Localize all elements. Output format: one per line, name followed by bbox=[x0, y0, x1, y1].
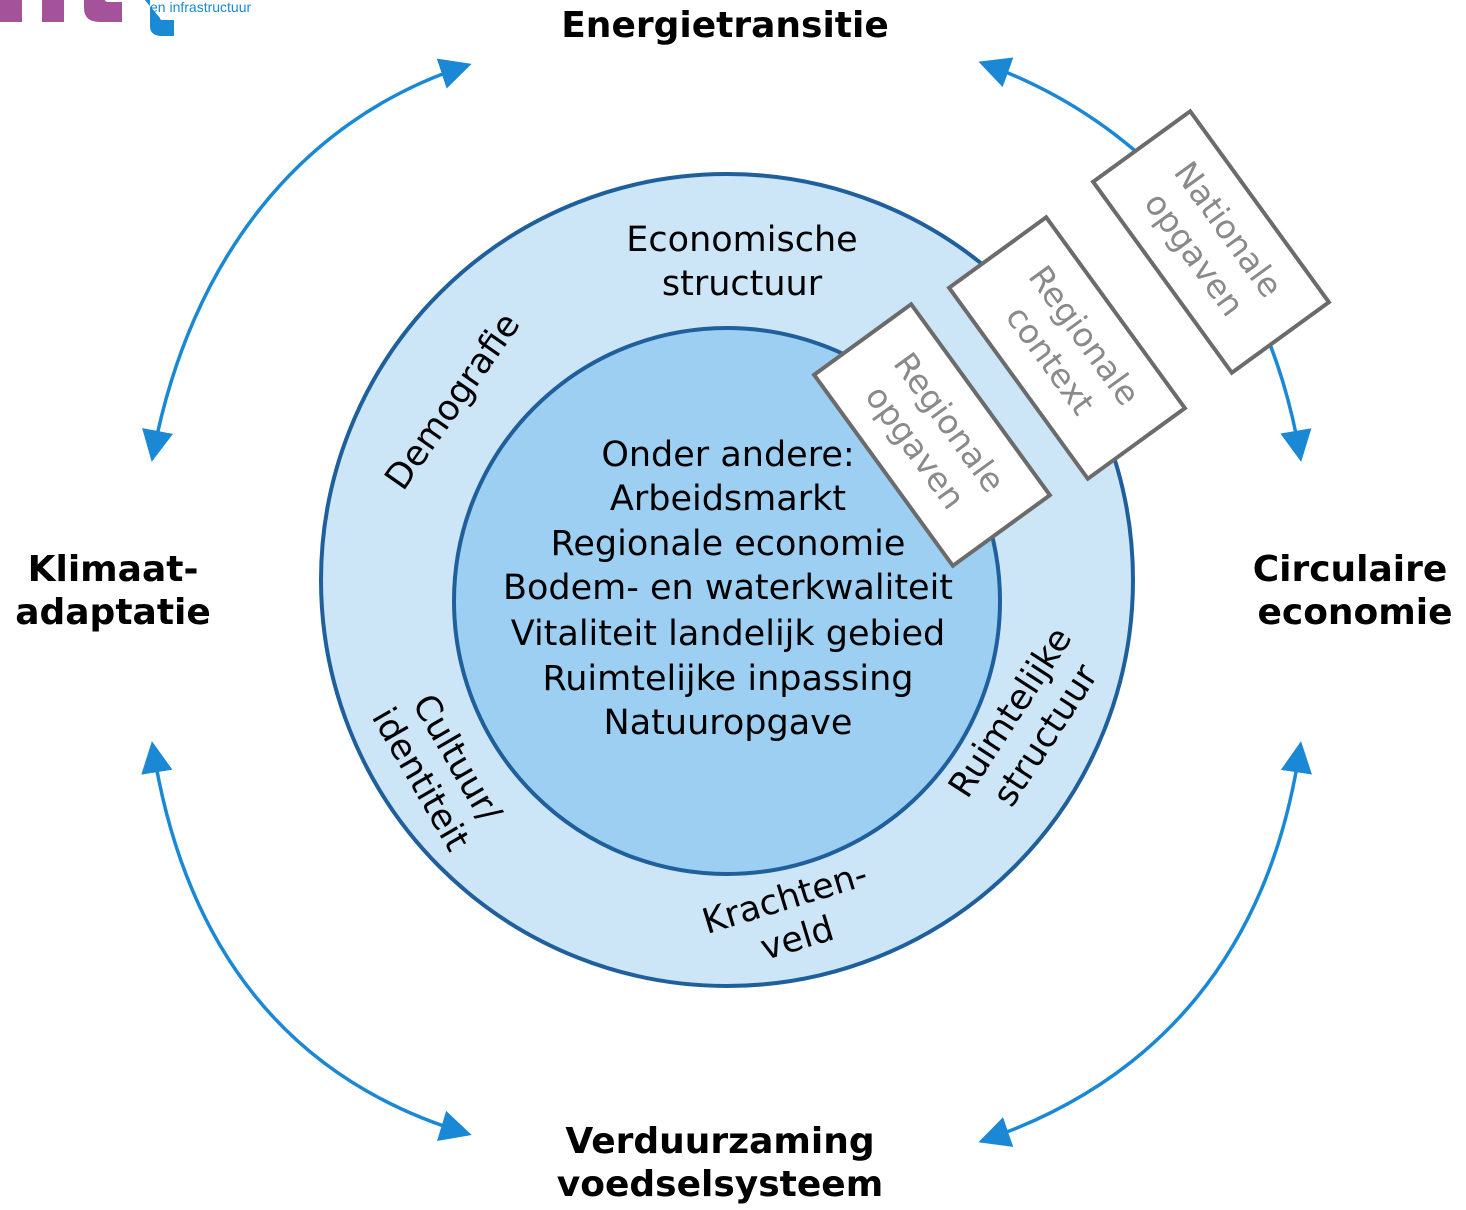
arrow-top-left bbox=[142, 58, 472, 462]
core-list: Onder andere: Arbeidsmarkt Regionale eco… bbox=[503, 435, 953, 743]
theme-klimaatadaptatie-line2: adaptatie bbox=[15, 592, 211, 633]
logo-bar-2 bbox=[42, 0, 64, 22]
box-context-frame bbox=[946, 214, 1188, 482]
theme-klimaatadaptatie-line1: Klimaat- bbox=[28, 549, 199, 590]
theme-circulaire-line2: economie bbox=[1257, 592, 1452, 633]
core-line: Onder andere: bbox=[601, 435, 854, 475]
theme-voedsel-line2: voedselsysteem bbox=[557, 1164, 883, 1205]
logo: en infrastructuur bbox=[0, 0, 251, 36]
theme-voedsel-line1: Verduurzaming bbox=[565, 1121, 874, 1162]
ring-economische-line2: structuur bbox=[662, 264, 823, 304]
inner-circle bbox=[452, 326, 1002, 876]
ring-economische-line1: Economische bbox=[626, 220, 857, 260]
core-line: Regionale economie bbox=[551, 524, 906, 564]
logo-hook bbox=[144, 0, 174, 36]
arrow-bottom-left bbox=[141, 741, 472, 1141]
box-regionale-frame bbox=[811, 301, 1053, 569]
core-line: Vitaliteit landelijk gebied bbox=[511, 614, 945, 654]
core-line: Bodem- en waterkwaliteit bbox=[503, 568, 953, 608]
core-line: Arbeidsmarkt bbox=[610, 479, 846, 519]
logo-subtitle: en infrastructuur bbox=[150, 0, 251, 15]
core-line: Natuuropgave bbox=[604, 703, 853, 743]
theme-circulaire-line1: Circulaire bbox=[1253, 549, 1448, 590]
core-line: Ruimtelijke inpassing bbox=[542, 659, 913, 699]
theme-energietransitie: Energietransitie bbox=[561, 5, 889, 46]
box-nationale-frame bbox=[1090, 108, 1332, 376]
logo-shape bbox=[84, 0, 122, 22]
arrow-bottom-right bbox=[978, 741, 1312, 1147]
logo-bar-1 bbox=[0, 0, 22, 22]
